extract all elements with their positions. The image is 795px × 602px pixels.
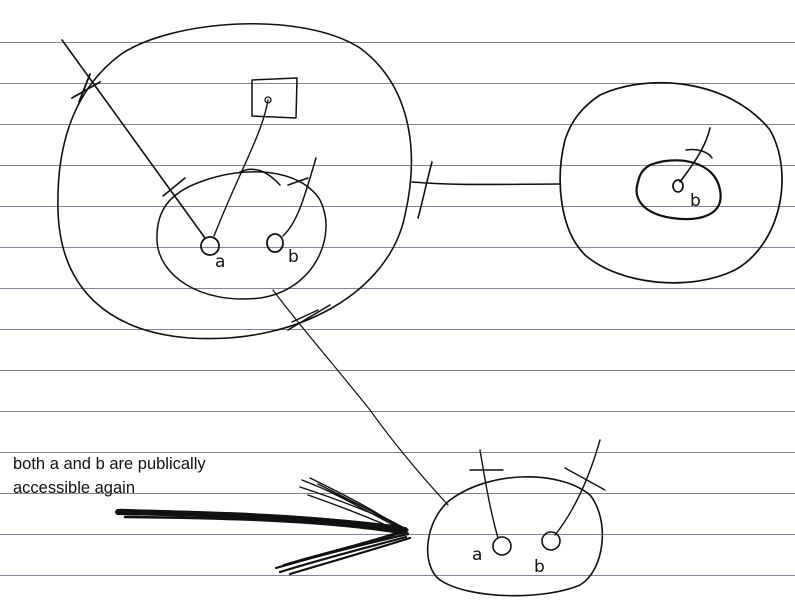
- connector-line-to-b: [282, 157, 317, 237]
- bottom-blob: [426, 476, 604, 597]
- right-node-b-label: b: [690, 191, 701, 211]
- node-b-circle: [266, 233, 284, 253]
- caption-text: both a and b are publically accessible a…: [13, 452, 206, 500]
- bottom-node-a-label: a: [472, 545, 482, 565]
- box-to-a-line: [213, 99, 269, 237]
- node-circle: [672, 179, 684, 193]
- tick-mark: [564, 467, 606, 491]
- bottom-node-b-circle: [541, 531, 561, 551]
- bottom-node-a-circle: [492, 536, 512, 556]
- arc-on-inner-oval: [239, 168, 281, 186]
- connector-line-to-b: [679, 127, 711, 183]
- connector-line-to-b: [554, 439, 601, 536]
- caption-line-2: accessible again: [13, 479, 135, 497]
- outer-large-blob: [57, 23, 413, 340]
- connector-to-right-blob: [411, 181, 561, 186]
- inner-oval: [156, 171, 327, 300]
- node-a-label: a: [215, 252, 225, 272]
- scribbled-arrow: [115, 477, 412, 576]
- node-a-circle: [200, 236, 220, 256]
- tick-mark: [162, 177, 186, 197]
- tick-mark: [685, 148, 713, 159]
- tick-mark: [78, 73, 91, 103]
- tick-mark: [287, 177, 309, 186]
- right-blob: [559, 81, 783, 284]
- right-inner-oval: [635, 159, 722, 221]
- tick-mark: [291, 309, 319, 323]
- connector-line-to-a: [479, 449, 499, 539]
- tick-mark: [71, 81, 101, 99]
- connector-line-to-a: [61, 39, 206, 239]
- tick-mark: [417, 161, 433, 219]
- caption-line-1: both a and b are publically: [13, 455, 206, 473]
- box-anchor-dot: [264, 96, 272, 104]
- bottom-node-b-label: b: [534, 557, 545, 577]
- small-box: [251, 77, 298, 119]
- node-b-label: b: [288, 247, 299, 267]
- tick-mark: [287, 304, 331, 331]
- connector-to-bottom-blob: [272, 289, 449, 506]
